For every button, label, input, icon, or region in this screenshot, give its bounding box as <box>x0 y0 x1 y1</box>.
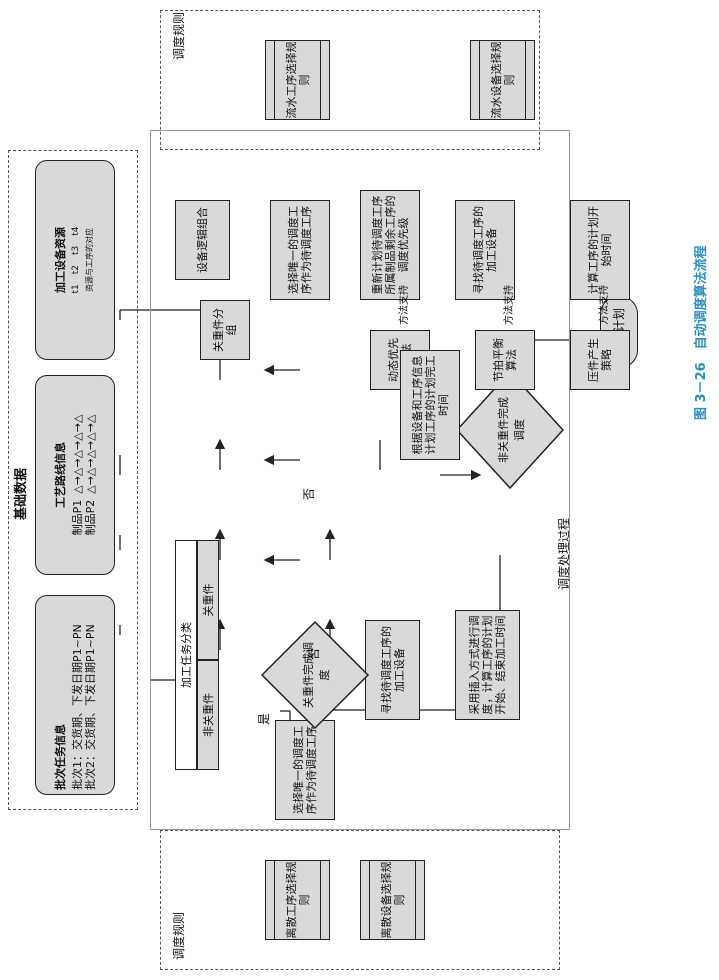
key-box: 关重件 <box>197 540 219 660</box>
batch-line-2: 批次2：交货期、下发日期P1~PN <box>83 624 97 790</box>
batch-info-box: 批次任务信息 批次1：交货期、下发日期P1~PN 批次2：交货期、下发日期P1~… <box>35 595 115 795</box>
resource-col-3: t3 <box>71 245 81 255</box>
key-no-label: 否 <box>307 647 321 660</box>
routing-chain-1: △→△→△→△→△ <box>70 414 84 494</box>
basic-data-title: 基础数据 <box>14 467 29 520</box>
select-unique-bottom-box: 选择唯一的调度工序作为待调度工序 <box>275 720 335 820</box>
task-classify-box: 加工任务分类 <box>175 540 197 770</box>
replan-box: 重新计划待调度工序所属制品剩余工序的调度优先级 <box>360 190 420 300</box>
resource-info-box: 加工设备资源 t1 t2 t3 t4 资源与工序的对应 <box>35 160 115 360</box>
resource-info-title: 加工设备资源 <box>54 227 67 293</box>
batch-line-1: 批次1：交货期、下发日期P1~PN <box>70 624 84 790</box>
resource-col-1: t1 <box>71 284 81 294</box>
rules-top-r2: 流水设备选择规则 <box>470 40 535 120</box>
update-info-box: 根据设备和工序信息计划工序的计划完工时间 <box>400 350 460 460</box>
rules-bottom-r1: 离散工序选择规则 <box>265 860 330 940</box>
resource-col-4: t4 <box>71 226 81 236</box>
select-unique-top-box: 选择唯一的调度工序作为待调度工序 <box>270 200 330 300</box>
rules-bottom-title: 调度规则 <box>172 911 186 960</box>
beat-balance-box: 节拍平衡算法 <box>475 330 535 390</box>
non-key-box: 非关重件 <box>197 660 219 770</box>
rules-top-r1: 流水工序选择规则 <box>265 40 330 120</box>
insert-schedule-box: 采用插入方式进行调度，计算工序的计划开始、结束加工时间 <box>455 610 520 720</box>
routing-p1: 制品P1 <box>70 499 84 536</box>
method-support-3: 方法支持 <box>599 285 610 325</box>
rules-top-title: 调度规则 <box>172 11 186 60</box>
figure-caption: 图 3－26 自动调度算法流程 <box>694 245 709 420</box>
key-done-diamond <box>260 620 370 730</box>
non-key-done-diamond <box>455 370 565 490</box>
routing-p2: 制品P2 <box>83 499 97 536</box>
method-support-2: 方法支持 <box>504 285 515 325</box>
equip-combo-box: 设备逻辑组合 <box>175 200 230 280</box>
batch-info-title: 批次任务信息 <box>53 724 67 790</box>
routing-chain-2: △→△→△→△→△ <box>83 414 97 494</box>
pressure-strategy-box: 压件产生策略 <box>570 330 630 390</box>
rules-bottom-r2: 离散设备选择规则 <box>360 860 425 940</box>
routing-info-box: 工艺路线信息 制品P1 △→△→△→△→△ 制品P2 △→△→△→△→△ <box>35 375 115 575</box>
key-group-box: 关重件分组 <box>200 300 250 360</box>
resource-corner-label: 资源与工序的对应 <box>85 228 94 292</box>
routing-info-title: 工艺路线信息 <box>53 442 67 508</box>
find-equip-bottom-box: 寻找待调度工序的加工设备 <box>365 620 420 720</box>
non-key-no-label: 否 <box>302 487 316 500</box>
resource-col-2: t2 <box>71 265 81 275</box>
process-title: 调度处理过程 <box>557 517 571 590</box>
method-support-1: 方法支持 <box>399 285 410 325</box>
non-key-done-label: 非关重件完成调度 <box>497 397 526 463</box>
key-yes-label: 是 <box>257 712 271 725</box>
